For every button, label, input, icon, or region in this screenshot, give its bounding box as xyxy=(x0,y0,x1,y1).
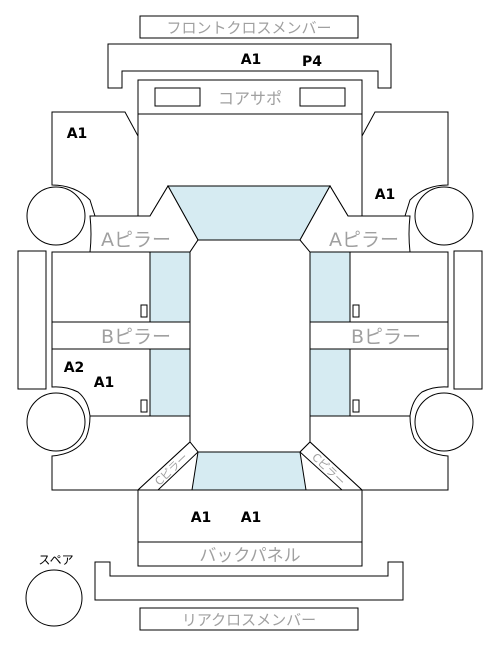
damage-code-left-fender: A1 xyxy=(67,126,88,142)
back-panel[interactable]: バックパネル xyxy=(137,541,363,567)
left-side-step[interactable] xyxy=(17,250,47,390)
front-cross-member-label: フロントクロスメンバー xyxy=(166,19,331,37)
left-rear-door-handle xyxy=(140,399,148,413)
core-support[interactable]: コアサポ xyxy=(137,79,363,115)
a-pillar-right-label: Aピラー xyxy=(329,229,399,251)
a-pillar-right[interactable]: Aピラー xyxy=(299,185,411,253)
right-headlight xyxy=(299,87,346,107)
damage-code-front-p4: P4 xyxy=(302,54,322,70)
left-rear-window[interactable] xyxy=(149,348,191,417)
front-right-wheel[interactable] xyxy=(414,186,474,246)
right-front-door-handle xyxy=(352,304,360,318)
b-pillar-right[interactable]: Bピラー xyxy=(309,321,449,350)
front-left-wheel[interactable] xyxy=(26,186,86,246)
rear-bumper[interactable] xyxy=(94,561,404,601)
b-pillar-left-label: Bピラー xyxy=(101,326,171,348)
left-rear-quarter[interactable] xyxy=(51,415,191,491)
damage-code-front-a1: A1 xyxy=(241,52,262,68)
right-side-step[interactable] xyxy=(453,250,483,390)
right-rear-door-handle xyxy=(352,399,360,413)
left-front-fender[interactable] xyxy=(51,111,139,217)
damage-code-right-fender: A1 xyxy=(375,187,396,203)
right-rear-window[interactable] xyxy=(309,348,351,417)
spare-tire[interactable]: スペア xyxy=(25,553,83,627)
roof[interactable] xyxy=(189,239,311,453)
b-pillar-left[interactable]: Bピラー xyxy=(51,321,191,350)
rear-left-wheel[interactable] xyxy=(26,392,86,452)
right-front-window[interactable] xyxy=(309,251,351,323)
back-panel-label: バックパネル xyxy=(199,546,300,566)
rear-window[interactable] xyxy=(191,451,307,491)
front-bumper[interactable] xyxy=(107,43,392,89)
rear-cross-member-label: リアクロスメンバー xyxy=(182,611,316,629)
a-pillar-left-label: Aピラー xyxy=(101,229,171,251)
front-cross-member[interactable]: フロントクロスメンバー xyxy=(139,15,359,39)
damage-code-back-left: A1 xyxy=(191,510,212,526)
left-front-window[interactable] xyxy=(149,251,191,323)
spare-wheel xyxy=(25,569,83,627)
core-support-label: コアサポ xyxy=(218,89,282,108)
damage-code-left-rear-a1: A1 xyxy=(94,375,115,391)
rear-cross-member[interactable]: リアクロスメンバー xyxy=(139,607,359,631)
damage-code-left-rear-a2: A2 xyxy=(64,360,85,376)
left-headlight xyxy=(154,87,201,107)
right-front-fender[interactable] xyxy=(361,111,449,217)
damage-code-back-right: A1 xyxy=(241,510,262,526)
a-pillar-left[interactable]: Aピラー xyxy=(89,185,199,253)
rear-right-wheel[interactable] xyxy=(414,392,474,452)
spare-label: スペア xyxy=(38,553,73,567)
b-pillar-right-label: Bピラー xyxy=(351,326,421,348)
right-rear-quarter[interactable] xyxy=(309,415,449,491)
left-front-door-handle xyxy=(140,304,148,318)
